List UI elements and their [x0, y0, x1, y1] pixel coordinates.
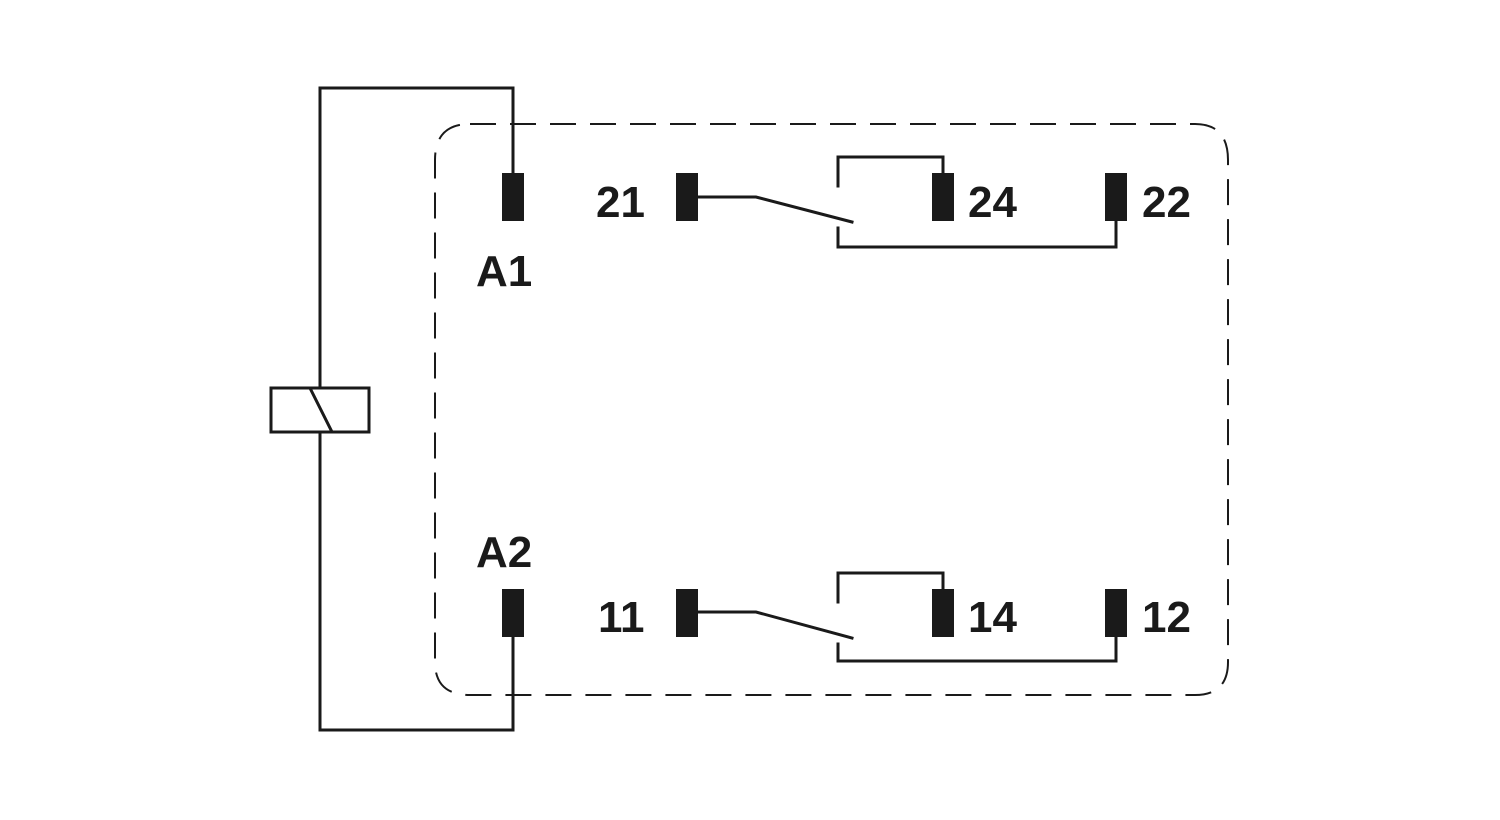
coil-wire-bottom	[318, 430, 515, 732]
terminal-24	[932, 173, 954, 221]
label-22: 22	[1142, 178, 1191, 227]
label-a2: A2	[476, 528, 533, 577]
switch-arm-11	[696, 610, 854, 640]
terminal-12	[1105, 589, 1127, 637]
contact-set-2	[676, 155, 1127, 249]
label-11: 11	[598, 593, 645, 642]
relay-coil	[269, 386, 371, 434]
contact-24-bracket	[836, 155, 945, 188]
label-24: 24	[968, 178, 1017, 227]
label-21: 21	[596, 178, 645, 227]
terminal-a1	[502, 173, 524, 221]
label-12: 12	[1142, 593, 1191, 642]
label-a1: A1	[476, 247, 533, 296]
label-14: 14	[968, 593, 1017, 642]
terminal-a2	[502, 589, 524, 637]
switch-arm-21	[696, 195, 854, 224]
terminal-21	[676, 173, 698, 221]
contact-set-1	[676, 571, 1127, 663]
terminal-11	[676, 589, 698, 637]
relay-housing-boundary	[434, 123, 1229, 696]
contact-22-link	[836, 218, 1118, 249]
coil-wire-top	[318, 86, 515, 390]
terminal-14	[932, 589, 954, 637]
contact-14-bracket	[836, 571, 945, 604]
terminal-22	[1105, 173, 1127, 221]
contact-12-link	[836, 634, 1118, 663]
